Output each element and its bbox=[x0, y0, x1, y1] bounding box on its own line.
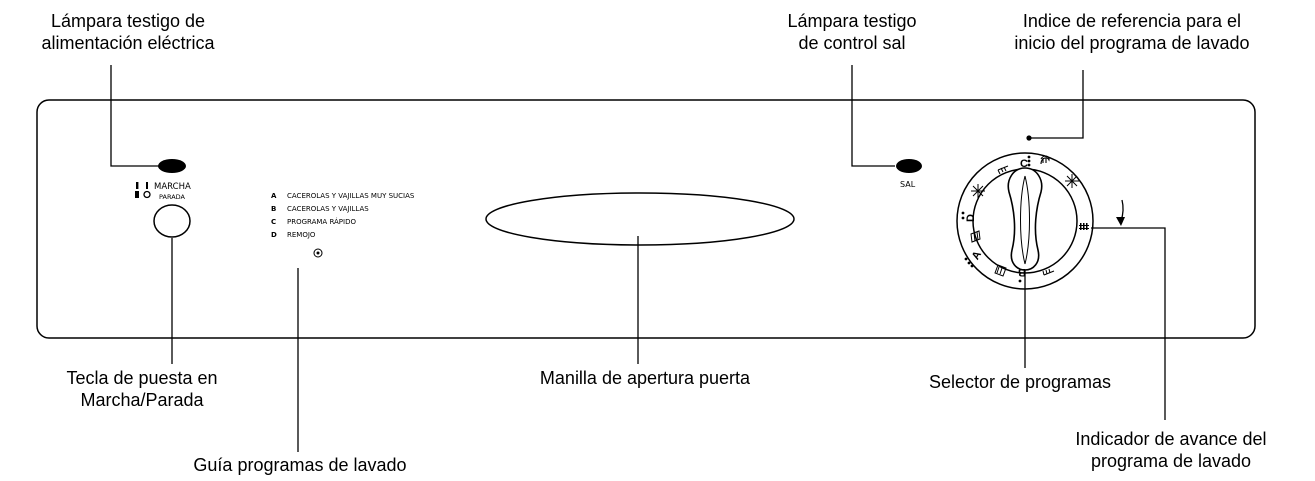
program-entry-d: D REMOJO bbox=[271, 229, 414, 242]
marcha-label: MARCHA bbox=[154, 182, 191, 192]
callout-line: programa de lavado bbox=[1090, 451, 1252, 471]
leader-power-lamp bbox=[110, 65, 160, 167]
salt-lamp bbox=[896, 159, 922, 173]
knob-ridge bbox=[1024, 175, 1030, 265]
dial-letter-d-group: D bbox=[965, 214, 977, 222]
dial-outer-ring bbox=[956, 152, 1094, 290]
callout-line: de control sal bbox=[798, 33, 906, 53]
callout-line: Lámpara testigo bbox=[787, 11, 917, 31]
callout-salt-lamp: Lámpara testigo de control sal bbox=[732, 10, 972, 54]
dial-program-dots bbox=[961, 155, 1031, 283]
program-letter: B bbox=[271, 205, 277, 213]
selector-knob[interactable] bbox=[1007, 167, 1043, 271]
parada-label: PARADA bbox=[159, 193, 185, 201]
program-text: REMOJO bbox=[287, 231, 316, 239]
callout-program-guide: Guía programas de lavado bbox=[193, 455, 407, 475]
program-selector[interactable] bbox=[956, 152, 1094, 290]
callout-line: inicio del programa de lavado bbox=[1014, 33, 1250, 53]
leader-salt-lamp bbox=[851, 65, 895, 167]
hand-icon bbox=[1040, 155, 1050, 165]
callout-line: Indice de referencia para el bbox=[1022, 11, 1242, 31]
callout-program-selector: Selector de programas bbox=[928, 372, 1112, 392]
control-panel bbox=[36, 99, 1256, 339]
leader-reference-index bbox=[1030, 70, 1084, 139]
sun-icon bbox=[1065, 174, 1079, 188]
callout-progress-indicator: Indicador de avance del programa de lava… bbox=[1036, 428, 1306, 472]
dial-letter-d: D bbox=[965, 214, 977, 222]
program-letter: C bbox=[271, 218, 277, 226]
dial-letter-b-group: B bbox=[1018, 266, 1026, 278]
sal-label: SAL bbox=[900, 180, 916, 189]
dryer-icon bbox=[1042, 268, 1055, 276]
callout-power-lamp: Lámpara testigo de alimentación eléctric… bbox=[8, 10, 248, 54]
dial-letter-c: C bbox=[1020, 158, 1028, 170]
remojo-icon bbox=[313, 248, 323, 258]
program-guide: A CACEROLAS Y VAJILLAS MUY SUCIAS B CACERO… bbox=[271, 190, 414, 242]
callout-line: alimentación eléctrica bbox=[41, 33, 215, 53]
callout-line: Lámpara testigo de bbox=[50, 11, 206, 31]
reference-index-dot bbox=[1026, 135, 1032, 141]
power-key[interactable] bbox=[153, 204, 191, 238]
power-lamp bbox=[158, 159, 186, 173]
fan-icon bbox=[970, 230, 981, 243]
callout-line: Indicador de avance del bbox=[1075, 429, 1267, 449]
callout-line: Marcha/Parada bbox=[80, 390, 204, 410]
heat-icon bbox=[994, 264, 1007, 277]
rinse-icon bbox=[1079, 223, 1089, 230]
callout-reference-index: Indice de referencia para el inicio del … bbox=[962, 10, 1302, 54]
sun-icon bbox=[971, 184, 985, 198]
program-entry-c: C PROGRAMA RÁPIDO bbox=[271, 216, 414, 229]
leader-progress bbox=[1091, 227, 1166, 420]
program-text: CACEROLAS Y VAJILLAS MUY SUCIAS bbox=[287, 192, 415, 200]
program-entry-a: A CACEROLAS Y VAJILLAS MUY SUCIAS bbox=[271, 190, 414, 203]
callout-line: Tecla de puesta en bbox=[66, 368, 218, 388]
program-letter: A bbox=[271, 192, 277, 200]
on-off-symbols bbox=[135, 182, 151, 199]
door-handle[interactable] bbox=[485, 192, 795, 246]
callout-door-handle: Manilla de apertura puerta bbox=[539, 368, 751, 388]
callout-power-key: Tecla de puesta en Marcha/Parada bbox=[22, 367, 262, 411]
spray-icon bbox=[997, 165, 1009, 175]
knob-ridge bbox=[1020, 175, 1026, 265]
program-text: CACEROLAS Y VAJILLAS bbox=[287, 205, 369, 213]
program-letter: D bbox=[271, 231, 277, 239]
program-entry-b: B CACEROLAS Y VAJILLAS bbox=[271, 203, 414, 216]
dial-letter-b: B bbox=[1018, 266, 1026, 278]
progress-arrow-icon bbox=[1116, 199, 1125, 226]
program-text: PROGRAMA RÁPIDO bbox=[287, 218, 356, 226]
